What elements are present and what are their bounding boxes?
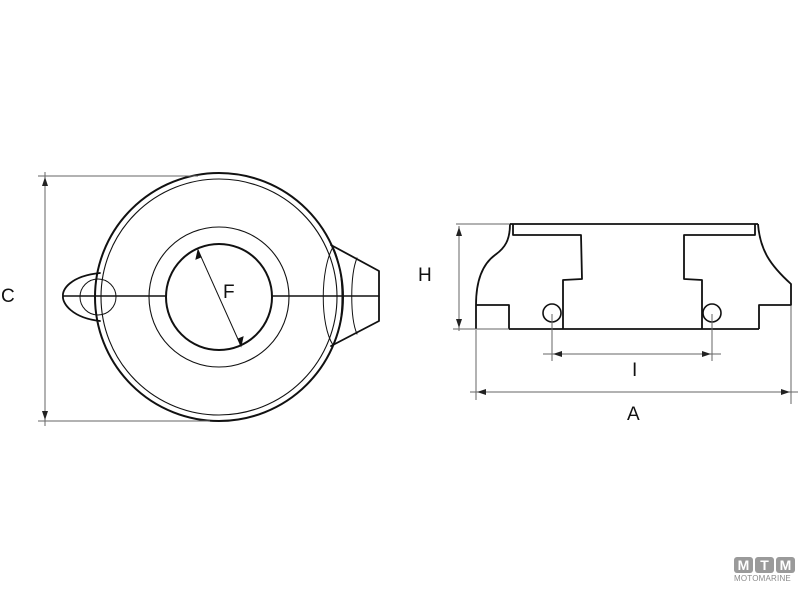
logo-brand-text: MOTOMARINE xyxy=(734,574,791,583)
logo-boxes: M T M xyxy=(734,557,796,573)
left-lobe-arc xyxy=(79,278,117,316)
dimension-h xyxy=(453,223,510,331)
label-f: F xyxy=(223,282,235,303)
middle-ring xyxy=(148,226,290,368)
label-c: C xyxy=(1,286,15,307)
dimension-i xyxy=(543,314,721,361)
label-a: A xyxy=(627,404,640,425)
logo-letter-1: M xyxy=(734,557,753,573)
outer-ring-inner xyxy=(100,178,338,416)
logo-letter-3: M xyxy=(776,557,795,573)
dimension-a xyxy=(470,306,798,404)
inner-bore xyxy=(165,243,273,351)
motomarine-logo: M T M MOTOMARINE xyxy=(734,557,796,583)
logo-letter-2: T xyxy=(755,557,774,573)
outer-ring xyxy=(94,172,344,422)
label-h: H xyxy=(418,265,432,286)
dimension-f xyxy=(195,248,244,348)
top-view xyxy=(62,172,380,422)
section-view xyxy=(475,223,792,330)
label-i: I xyxy=(632,360,638,381)
dimension-c xyxy=(38,172,210,426)
